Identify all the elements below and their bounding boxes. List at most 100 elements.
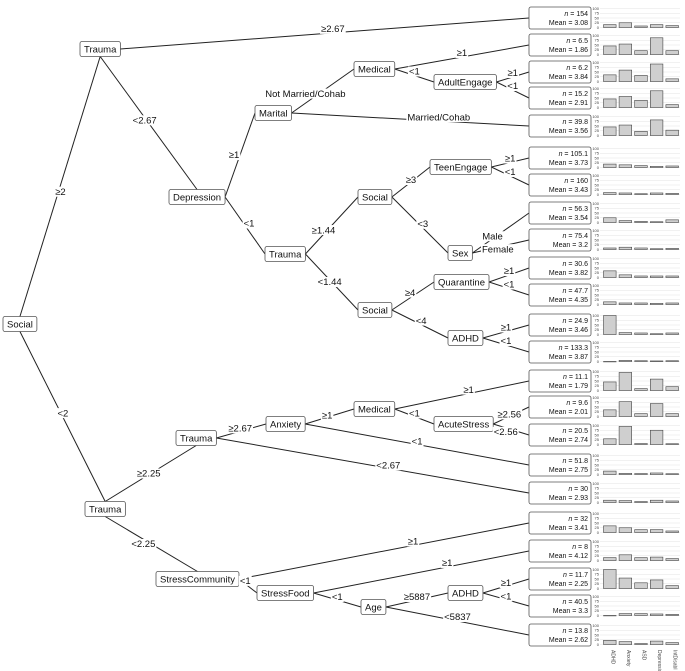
bar-asd	[634, 99, 648, 108]
edge-label: ≥1.44	[312, 225, 336, 236]
n-value: 11.7	[575, 572, 588, 579]
eq-sign: =	[566, 628, 574, 635]
tick-label: 25	[595, 74, 600, 79]
leaf-mean: Mean = 3.87	[549, 354, 588, 361]
bar-depression	[649, 403, 664, 417]
mean-prefix: Mean =	[549, 637, 575, 644]
tree-node-stc: StressCommunity	[155, 571, 240, 587]
tick-label: 100	[592, 369, 599, 374]
node-box	[265, 416, 306, 432]
bar-depression	[649, 166, 664, 168]
bar-asd	[634, 413, 648, 417]
mean-value: 3.82	[574, 270, 588, 277]
tick-label: 0	[597, 165, 600, 170]
tick-label: 75	[595, 91, 600, 96]
tree-node-adult: AdultEngage	[433, 74, 497, 90]
bar-adhd	[603, 557, 617, 561]
bar-anxiety	[618, 246, 632, 250]
edge-label: <2.67	[133, 116, 157, 127]
leaf-box	[528, 511, 592, 535]
mean-prefix: Mean =	[549, 128, 575, 135]
n-prefix: n	[566, 400, 570, 407]
n-prefix: n	[563, 572, 567, 579]
bar-asd	[634, 25, 648, 28]
bar-anxiety	[618, 401, 632, 417]
bar-adhd	[603, 499, 617, 503]
bar-adhd	[603, 381, 617, 391]
edge-label-bg	[316, 277, 343, 287]
leaf-n: n = 13.8	[562, 628, 588, 635]
tick-label: 50	[595, 292, 600, 297]
bar-depression	[649, 472, 664, 475]
n-prefix: n	[562, 206, 566, 213]
bar-depression	[649, 303, 664, 305]
node-box	[447, 585, 484, 601]
bar-adhd	[603, 525, 617, 533]
bar-depression	[649, 529, 664, 533]
tick-label: 0	[597, 500, 600, 505]
edge-label-bg	[320, 23, 346, 34]
eq-sign: =	[568, 11, 576, 18]
n-value: 20.5	[574, 428, 588, 435]
n-value: 105.1	[570, 151, 588, 158]
leaf-box	[528, 173, 592, 197]
leaf-n: n = 15.2	[562, 91, 588, 98]
leaf-n: n = 40.5	[562, 599, 588, 606]
tick-label: 100	[592, 6, 599, 11]
tree-node-acute: AcuteStress	[433, 416, 494, 432]
edge-label: ≥1	[507, 68, 518, 79]
edge-label-bg	[481, 231, 504, 242]
tick-label: 50	[595, 322, 600, 327]
eq-sign: =	[566, 119, 574, 126]
mean-prefix: Mean =	[549, 495, 575, 502]
category-label: Depression	[656, 650, 662, 671]
mean-prefix: Mean =	[549, 437, 575, 444]
bar-anxiety	[618, 220, 632, 223]
tick-label: 25	[595, 297, 600, 302]
bar-anxiety	[618, 500, 632, 503]
eq-sign: =	[566, 91, 574, 98]
node-label: Trauma	[269, 249, 302, 260]
node-label: Trauma	[89, 504, 122, 515]
edge-label: <1	[507, 81, 518, 92]
bar-intdisabl	[665, 193, 679, 195]
tick-label: 50	[595, 69, 600, 74]
bar-intdisabl	[665, 332, 679, 335]
tick-label: 0	[597, 586, 600, 591]
edge-label-bg	[481, 244, 515, 255]
edge-label: ≥1	[505, 154, 516, 165]
mean-prefix: Mean =	[549, 409, 575, 416]
edge-label: ≥3	[406, 175, 417, 186]
leaf-mean: Mean = 3.54	[549, 215, 588, 222]
bar-adhd	[603, 438, 617, 445]
tick-label: 25	[595, 553, 600, 558]
tick-label: 25	[595, 354, 600, 359]
tick-label: 50	[595, 632, 600, 637]
n-value: 15.2	[574, 91, 588, 98]
leaf-box	[528, 369, 592, 393]
edge-label: ≥1	[504, 266, 515, 277]
tick-label: 75	[595, 38, 600, 43]
node-box	[353, 401, 396, 417]
edge-label: ≥1	[408, 537, 419, 548]
edge-label: Female	[482, 244, 514, 255]
bar-asd	[634, 643, 648, 645]
n-value: 6.2	[578, 65, 588, 72]
edge-label-bg	[416, 218, 430, 229]
edge-label-bg	[499, 591, 513, 602]
eq-sign: =	[568, 178, 576, 185]
category-label: IntDisabl	[672, 650, 678, 669]
mean-value: 3.56	[574, 128, 588, 135]
tick-label: 25	[595, 327, 600, 332]
leaf-box	[528, 6, 592, 30]
